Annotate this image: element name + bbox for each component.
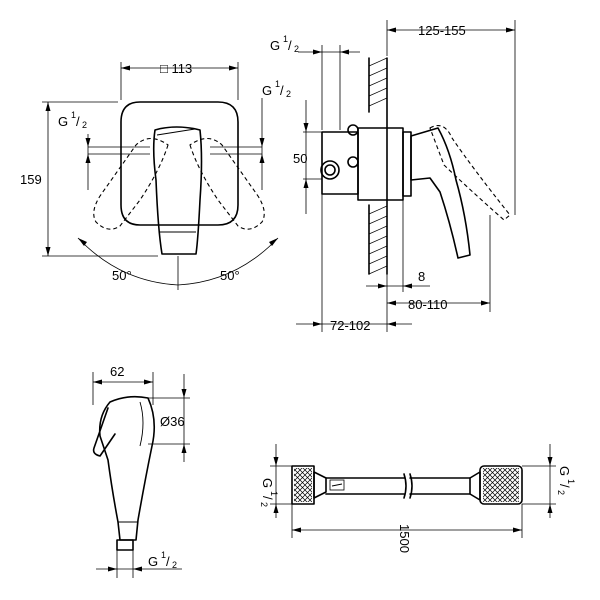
hand-shower-view: 62 Ø36 G 1 / 2	[92, 364, 190, 578]
svg-text:2: 2	[82, 120, 87, 130]
wall-hatch	[368, 57, 388, 275]
side-bottom-depth-label: 72-102	[330, 318, 370, 333]
side-thread-top-label: G 1 / 2	[270, 34, 299, 54]
svg-text:G: G	[270, 38, 280, 53]
side-depth-range-label: 80-110	[408, 297, 448, 312]
hand-shower-trigger	[92, 407, 116, 457]
front-angle-left-label: 50°	[112, 268, 132, 283]
hose-view: 1500 G 1 / 2 G 1 / 2	[259, 444, 576, 553]
svg-text:2: 2	[172, 560, 177, 570]
side-lever	[410, 127, 471, 259]
svg-text:/: /	[288, 38, 292, 53]
svg-text:/: /	[260, 496, 275, 500]
front-thread-right-label: G 1 / 2	[262, 79, 291, 99]
front-width-label: □ 113	[160, 61, 192, 76]
svg-text:1: 1	[161, 550, 166, 560]
svg-text:G: G	[58, 114, 68, 129]
side-view: G 1 / 2 125-155 50 8 80-110	[270, 20, 516, 333]
svg-text:G: G	[148, 554, 158, 569]
side-top-depth-label: 125-155	[418, 23, 466, 38]
svg-text:/: /	[166, 554, 170, 569]
side-outlet-height-label: 50	[293, 151, 307, 166]
svg-text:1: 1	[269, 491, 279, 496]
side-valve-body	[321, 131, 359, 195]
svg-text:2: 2	[286, 89, 291, 99]
front-lever	[152, 126, 203, 255]
hose-right-nut	[479, 465, 523, 505]
hand-shower-body	[98, 395, 156, 541]
hose-thread-right-label: G 1 / 2	[556, 466, 576, 495]
front-lever-right-position	[189, 137, 265, 230]
svg-text:G: G	[260, 478, 275, 488]
svg-text:/: /	[557, 484, 572, 488]
svg-text:2: 2	[556, 490, 566, 495]
front-view: □ 113 159 G 1 / 2 G 1 / 2	[20, 61, 291, 290]
side-wall-offset-label: 8	[418, 269, 425, 284]
front-height-label: 159	[20, 172, 42, 187]
hand-shower-diameter-label: Ø36	[160, 414, 185, 429]
hand-shower-width-label: 62	[110, 364, 124, 379]
side-outlet	[320, 160, 340, 180]
svg-text:G: G	[557, 466, 572, 476]
svg-text:1: 1	[283, 34, 288, 44]
hand-shower-thread-label: G 1 / 2	[148, 550, 177, 570]
svg-text:/: /	[76, 114, 80, 129]
svg-text:2: 2	[294, 44, 299, 54]
front-angle-right-label: 50°	[220, 268, 240, 283]
svg-text:2: 2	[259, 502, 269, 507]
front-cover-plate	[120, 101, 239, 226]
svg-text:G: G	[262, 83, 272, 98]
svg-text:/: /	[280, 83, 284, 98]
hose-length-label: 1500	[397, 524, 412, 553]
front-thread-left-label: G 1 / 2	[58, 110, 87, 130]
hand-shower-connector	[116, 539, 134, 551]
svg-text:1: 1	[566, 479, 576, 484]
side-lever-open-position	[429, 125, 511, 221]
svg-text:1: 1	[275, 79, 280, 89]
svg-text:1: 1	[71, 110, 76, 120]
front-lever-left-position	[93, 137, 169, 230]
hose-thread-left-label: G 1 / 2	[259, 478, 279, 507]
